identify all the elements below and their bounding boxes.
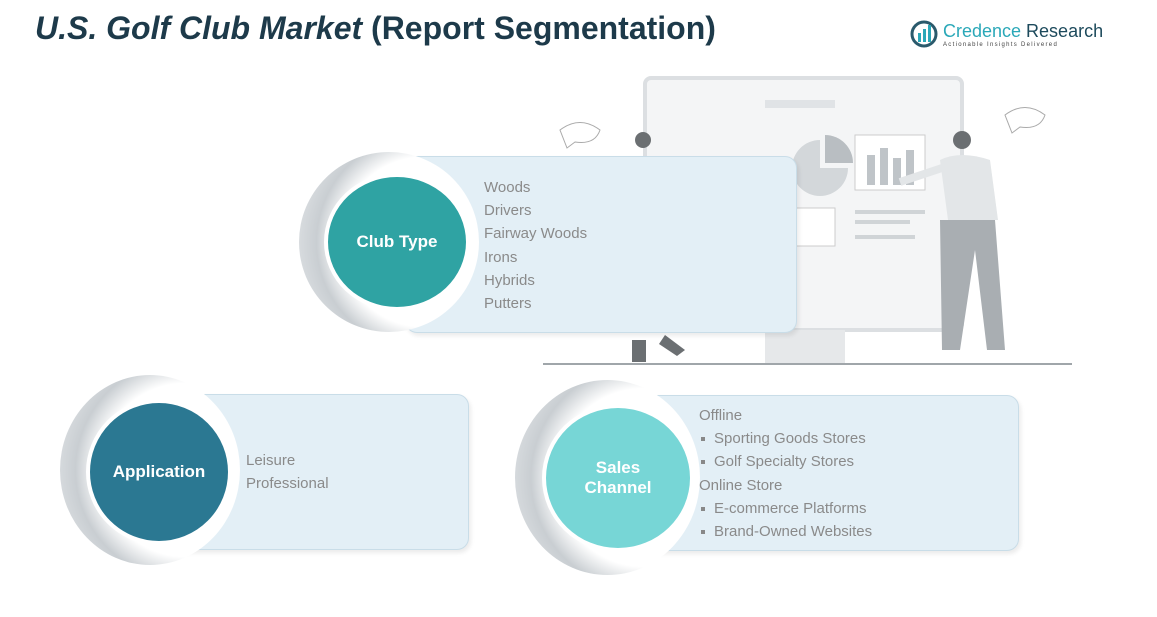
logo: Credence Research Actionable Insights De…: [910, 20, 1103, 48]
list-item: Hybrids: [484, 271, 535, 289]
list-item: Irons: [484, 248, 518, 266]
sales-channel-circle: Sales Channel: [542, 404, 694, 552]
logo-tagline: Actionable Insights Delivered: [943, 41, 1059, 48]
application-circle: Application: [86, 399, 232, 545]
sales-channel-label: Sales Channel: [584, 458, 652, 497]
sales-channel-list: Offline Sporting Goods Stores Golf Speci…: [699, 404, 872, 543]
club-type-circle: Club Type: [324, 173, 470, 311]
list-item: Brand-Owned Websites: [699, 520, 872, 543]
application-label: Application: [112, 462, 206, 481]
club-type-label: Club Type: [356, 232, 438, 251]
title-sub: (Report Segmentation): [371, 10, 716, 46]
list-item: Woods: [484, 179, 531, 196]
list-item: Golf Specialty Stores: [699, 450, 872, 473]
list-item: Drivers: [484, 202, 532, 220]
list-item: E-commerce Platforms: [699, 497, 872, 520]
group-label: Offline: [699, 407, 743, 424]
list-item: Sporting Goods Stores: [699, 427, 872, 450]
club-type-list: Woods Drivers Fairway Woods Irons Hybrid…: [484, 176, 587, 315]
group-label: Online Store: [699, 476, 783, 494]
logo-name: Credence Research: [943, 20, 1104, 41]
logo-icon: [910, 20, 938, 48]
list-item: Putters: [484, 295, 532, 313]
list-item: Professional: [246, 475, 329, 493]
page-title: U.S. Golf Club Market (Report Segmentati…: [35, 10, 716, 47]
list-item: Fairway Woods: [484, 225, 588, 243]
title-main: U.S. Golf Club Market: [35, 10, 363, 46]
application-list: Leisure Professional: [246, 449, 329, 495]
list-item: Leisure: [246, 452, 296, 469]
